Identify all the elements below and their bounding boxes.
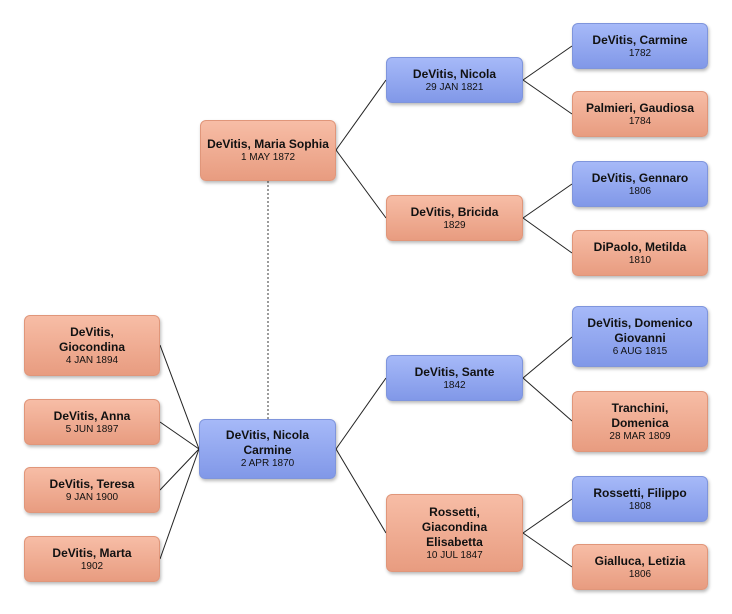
- person-date: 1829: [443, 219, 466, 231]
- parent-connector: [335, 149, 387, 219]
- person-box-letizia[interactable]: Gialluca, Letizia 1806: [572, 544, 708, 590]
- person-name: DiPaolo, Metilda: [593, 239, 687, 254]
- person-box-sante[interactable]: DeVitis, Sante 1842: [386, 355, 523, 401]
- person-date: 1810: [628, 254, 652, 266]
- parent-connector: [522, 79, 573, 115]
- person-date: 28 MAR 1809: [609, 430, 671, 442]
- person-box-domenico[interactable]: DeVitis, Domenico Giovanni 6 AUG 1815: [572, 306, 708, 367]
- parent-connector: [522, 217, 573, 254]
- person-date: 10 JUL 1847: [426, 549, 483, 561]
- person-name: DeVitis, Nicola Carmine: [225, 428, 310, 457]
- person-box-gaudiosa[interactable]: Palmieri, Gaudiosa 1784: [572, 91, 708, 137]
- person-box-teresa[interactable]: DeVitis, Teresa 9 JAN 1900: [24, 467, 160, 513]
- person-name: DeVitis, Giocondina: [59, 324, 125, 354]
- person-box-gennaro[interactable]: DeVitis, Gennaro 1806: [572, 161, 708, 207]
- person-date: 29 JAN 1821: [425, 81, 484, 93]
- person-box-tranchini[interactable]: Tranchini, Domenica 28 MAR 1809: [572, 391, 708, 452]
- parent-connector: [522, 336, 573, 379]
- person-name: Rossetti, Giacondina Elisabetta: [421, 504, 488, 549]
- person-date: 9 JAN 1900: [65, 491, 119, 503]
- person-date: 1806: [628, 185, 652, 197]
- person-date: 1808: [628, 500, 652, 512]
- parent-connector: [522, 498, 573, 534]
- person-box-metilda[interactable]: DiPaolo, Metilda 1810: [572, 230, 708, 276]
- person-box-bricida[interactable]: DeVitis, Bricida 1829: [386, 195, 523, 241]
- person-name: DeVitis, Marta: [52, 545, 132, 560]
- parent-connector: [335, 79, 387, 151]
- parent-connector: [335, 448, 387, 534]
- person-date: 1902: [80, 560, 104, 572]
- person-name: DeVitis, Domenico Giovanni: [587, 315, 693, 345]
- person-box-giocondina[interactable]: DeVitis, Giocondina 4 JAN 1894: [24, 315, 160, 376]
- person-name: DeVitis, Gennaro: [591, 170, 689, 185]
- person-date: 4 JAN 1894: [65, 354, 119, 366]
- person-date: 2 APR 1870: [240, 458, 295, 469]
- child-connector: [159, 448, 200, 491]
- person-name: Rossetti, Filippo: [593, 485, 687, 500]
- person-box-anna[interactable]: DeVitis, Anna 5 JUN 1897: [24, 399, 160, 445]
- person-box-rossetti-giacondina[interactable]: Rossetti, Giacondina Elisabetta 10 JUL 1…: [386, 494, 523, 572]
- person-date: 5 JUN 1897: [65, 423, 119, 435]
- parent-connector: [522, 45, 573, 81]
- parent-connector: [522, 377, 573, 422]
- person-box-filippo[interactable]: Rossetti, Filippo 1808: [572, 476, 708, 522]
- parent-connector: [522, 532, 573, 568]
- person-date: 1784: [628, 115, 652, 127]
- person-date: 6 AUG 1815: [612, 345, 668, 357]
- child-connector: [159, 448, 200, 560]
- person-name: Tranchini, Domenica: [611, 400, 669, 430]
- person-name: DeVitis, Anna: [53, 408, 131, 423]
- person-box-marta[interactable]: DeVitis, Marta 1902: [24, 536, 160, 582]
- person-box-carmine[interactable]: DeVitis, Carmine 1782: [572, 23, 708, 69]
- person-box-nicola[interactable]: DeVitis, Nicola 29 JAN 1821: [386, 57, 523, 103]
- person-date: 1842: [443, 379, 466, 391]
- person-name: Palmieri, Gaudiosa: [585, 100, 695, 115]
- person-name: DeVitis, Bricida: [410, 204, 499, 219]
- parent-connector: [522, 183, 573, 219]
- person-name: DeVitis, Carmine: [592, 32, 688, 47]
- person-box-nicola-carmine[interactable]: DeVitis, Nicola Carmine 2 APR 1870: [199, 419, 336, 479]
- person-name: DeVitis, Teresa: [49, 476, 135, 491]
- person-name: Gialluca, Letizia: [594, 553, 686, 568]
- person-name: DeVitis, Maria Sophia: [207, 137, 329, 151]
- person-date: 1 MAY 1872: [240, 152, 296, 163]
- person-name: DeVitis, Sante: [414, 364, 495, 379]
- person-name: DeVitis, Nicola: [412, 66, 497, 81]
- person-box-maria-sophia[interactable]: DeVitis, Maria Sophia 1 MAY 1872: [200, 120, 336, 181]
- parent-connector: [335, 377, 387, 450]
- child-connector: [159, 344, 200, 450]
- person-date: 1782: [628, 47, 652, 59]
- child-connector: [159, 421, 200, 450]
- person-date: 1806: [628, 568, 652, 580]
